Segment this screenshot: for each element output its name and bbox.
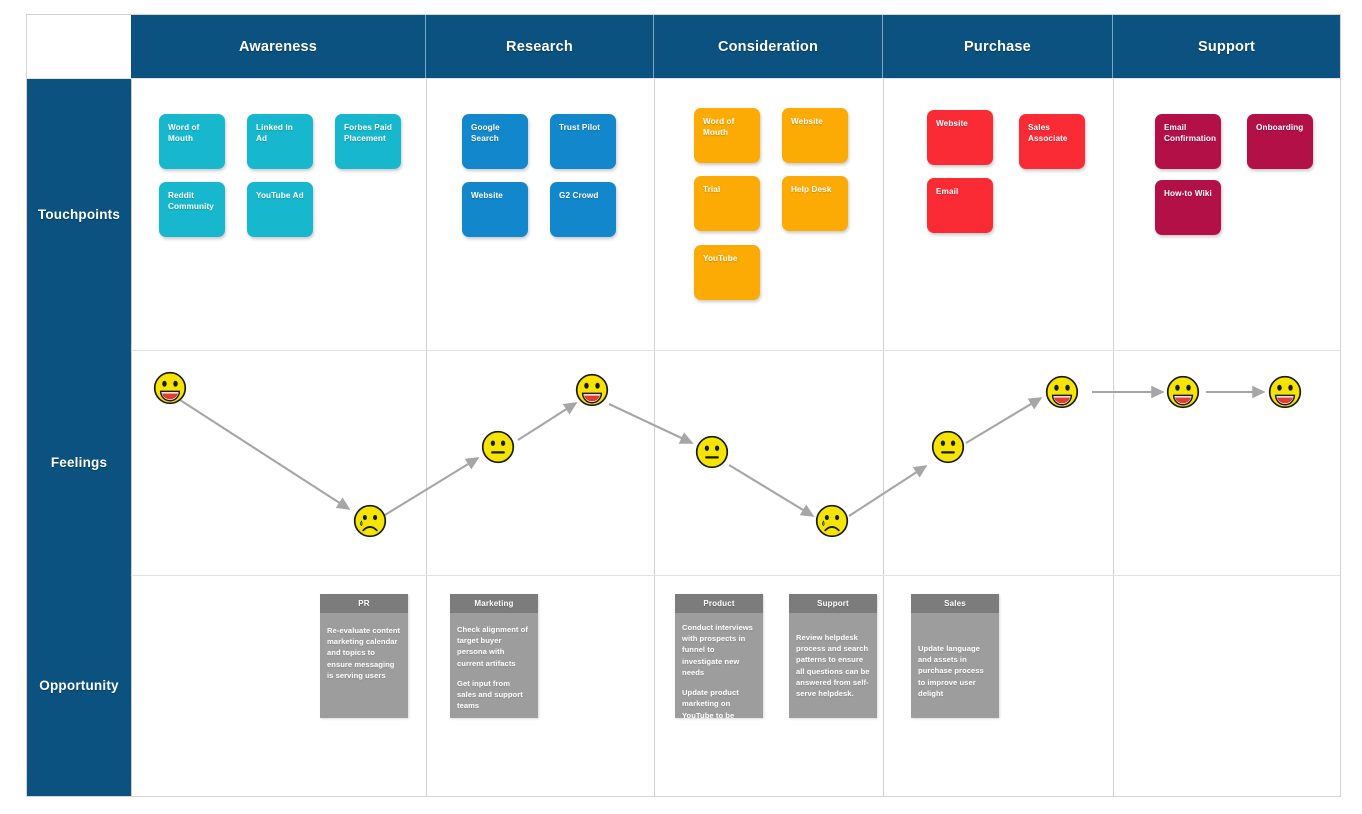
grid-row-divider <box>27 575 1340 576</box>
stage-header-consideration[interactable]: Consideration <box>654 15 883 78</box>
opportunity-card[interactable]: Support Review helpdesk process and sear… <box>789 594 877 718</box>
row-label-text: Touchpoints <box>37 207 121 222</box>
opportunity-card-title: Product <box>675 594 763 613</box>
happy-face-icon <box>575 373 609 407</box>
touchpoint-card[interactable]: YouTube Ad <box>247 182 313 237</box>
opportunity-card-body: Conduct interviews with prospects in fun… <box>675 613 763 718</box>
touchpoint-label: Reddit Community <box>168 191 214 211</box>
stage-header-purchase[interactable]: Purchase <box>883 15 1113 78</box>
touchpoint-label: Sales Associate <box>1028 123 1068 143</box>
touchpoint-card[interactable]: Trial <box>694 176 760 231</box>
opportunity-card-body: Update language and assets in purchase p… <box>911 613 999 709</box>
touchpoint-card[interactable]: Forbes Paid Placement <box>335 114 401 169</box>
neutral-face-icon <box>695 435 729 469</box>
opportunity-paragraph: Update product marketing on YouTube to b… <box>682 688 739 718</box>
opportunity-card-body: Re-evaluate content marketing calendar a… <box>320 613 408 691</box>
row-label-opportunity[interactable]: Opportunity <box>27 575 131 796</box>
touchpoint-label: Google Search <box>471 123 500 143</box>
grid-row-divider <box>27 78 1340 79</box>
opportunity-card-body: Review helpdesk process and search patte… <box>789 613 877 709</box>
neutral-face-icon <box>931 430 965 464</box>
touchpoint-card[interactable]: Sales Associate <box>1019 114 1085 169</box>
grid-column-divider <box>1113 15 1114 796</box>
touchpoint-card[interactable]: Trust Pilot <box>550 114 616 169</box>
touchpoint-label: Word of Mouth <box>168 123 200 143</box>
touchpoint-card[interactable]: YouTube <box>694 245 760 300</box>
grid-row-divider <box>27 350 1340 351</box>
stage-header-support[interactable]: Support <box>1113 15 1340 78</box>
stage-header-label: Consideration <box>717 38 819 55</box>
touchpoint-label: Trial <box>703 185 721 194</box>
touchpoint-label: Website <box>791 117 823 126</box>
opportunity-card[interactable]: Sales Update language and assets in purc… <box>911 594 999 718</box>
opportunity-paragraph: Get input from sales and support teams <box>457 678 523 711</box>
stage-header-label: Support <box>1198 38 1255 55</box>
opportunity-card-body: Check alignment of target buyer persona … <box>450 613 538 718</box>
grid-column-divider <box>654 15 655 796</box>
opportunity-card[interactable]: PR Re-evaluate content marketing calenda… <box>320 594 408 718</box>
grid-column-divider <box>883 15 884 796</box>
touchpoint-card[interactable]: Email Confirmation <box>1155 114 1221 169</box>
touchpoint-label: Website <box>936 119 968 128</box>
sad-face-icon <box>815 504 849 538</box>
touchpoint-card[interactable]: G2 Crowd <box>550 182 616 237</box>
header-corner-cell <box>27 15 131 78</box>
touchpoint-card[interactable]: Email <box>927 178 993 233</box>
grid-column-divider <box>426 15 427 796</box>
touchpoint-card[interactable]: Word of Mouth <box>694 108 760 163</box>
opportunity-paragraph: Review helpdesk process and search patte… <box>796 633 870 699</box>
touchpoint-label: YouTube <box>703 254 738 263</box>
opportunity-paragraph: Re-evaluate content marketing calendar a… <box>327 626 401 680</box>
happy-face-icon <box>153 371 187 405</box>
opportunity-card-title: Sales <box>911 594 999 613</box>
neutral-face-icon <box>481 430 515 464</box>
opportunity-card-title: PR <box>320 594 408 613</box>
grid-column-divider <box>131 15 132 796</box>
touchpoint-card[interactable]: Reddit Community <box>159 182 225 237</box>
touchpoint-label: Email <box>936 187 959 196</box>
opportunity-paragraph: Conduct interviews with prospects in fun… <box>682 623 753 677</box>
touchpoint-label: YouTube Ad <box>256 191 304 200</box>
touchpoint-card[interactable]: Onboarding <box>1247 114 1313 169</box>
stage-header-research[interactable]: Research <box>426 15 654 78</box>
happy-face-icon <box>1268 375 1302 409</box>
touchpoint-label: G2 Crowd <box>559 191 599 200</box>
touchpoint-label: Linked In Ad <box>256 123 293 143</box>
opportunity-card[interactable]: Product Conduct interviews with prospect… <box>675 594 763 718</box>
opportunity-paragraph: Update language and assets in purchase p… <box>918 644 984 698</box>
touchpoint-label: Word of Mouth <box>703 117 735 137</box>
opportunity-card-title: Support <box>789 594 877 613</box>
row-label-feelings[interactable]: Feelings <box>27 350 131 575</box>
touchpoint-label: Onboarding <box>1256 123 1304 132</box>
touchpoint-card[interactable]: Help Desk <box>782 176 848 231</box>
stage-header-awareness[interactable]: Awareness <box>131 15 426 78</box>
touchpoint-card[interactable]: How-to Wiki <box>1155 180 1221 235</box>
opportunity-card[interactable]: Marketing Check alignment of target buye… <box>450 594 538 718</box>
touchpoint-card[interactable]: Google Search <box>462 114 528 169</box>
opportunity-paragraph: Check alignment of target buyer persona … <box>457 625 528 668</box>
sad-face-icon <box>353 504 387 538</box>
opportunity-card-title: Marketing <box>450 594 538 613</box>
touchpoint-card[interactable]: Website <box>462 182 528 237</box>
touchpoint-label: Help Desk <box>791 185 832 194</box>
row-label-text: Opportunity <box>39 678 119 693</box>
happy-face-icon <box>1166 375 1200 409</box>
touchpoint-card[interactable]: Website <box>782 108 848 163</box>
stage-header-label: Purchase <box>964 38 1031 55</box>
stage-header-label: Awareness <box>238 38 318 55</box>
touchpoint-label: Website <box>471 191 503 200</box>
touchpoint-label: How-to Wiki <box>1164 189 1212 198</box>
touchpoint-label: Email Confirmation <box>1164 123 1217 143</box>
stage-header-label: Research <box>506 38 573 55</box>
touchpoint-label: Forbes Paid Placement <box>344 123 392 143</box>
touchpoint-card[interactable]: Word of Mouth <box>159 114 225 169</box>
row-label-touchpoints[interactable]: Touchpoints <box>27 79 131 350</box>
touchpoint-card[interactable]: Website <box>927 110 993 165</box>
touchpoint-label: Trust Pilot <box>559 123 601 132</box>
happy-face-icon <box>1045 375 1079 409</box>
row-label-text: Feelings <box>50 455 108 470</box>
touchpoint-card[interactable]: Linked In Ad <box>247 114 313 169</box>
